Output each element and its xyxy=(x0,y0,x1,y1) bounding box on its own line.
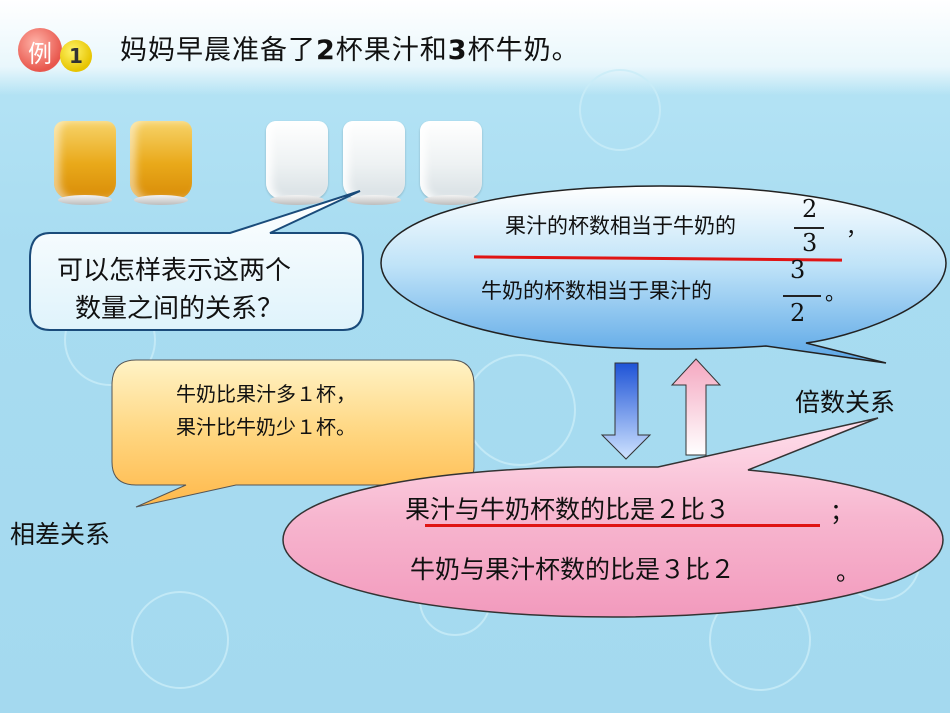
compare-line-2: 牛奶与果汁杯数的比是３比２ xyxy=(410,555,736,584)
milk-cup-1 xyxy=(266,121,328,205)
example-badge: 例 xyxy=(18,28,62,72)
difference-relation-label: 相差关系 xyxy=(10,520,111,549)
ratio-relation-bubble xyxy=(282,417,944,618)
milk-cup-3 xyxy=(420,121,482,205)
ratio-line-2: 牛奶的杯数相当于果汁的 xyxy=(481,279,712,303)
compare-line-1: 果汁与牛奶杯数的比是２比３ xyxy=(405,495,731,524)
title-num-milk: 3 xyxy=(447,35,468,66)
ratio-line-2-end: 。 xyxy=(825,281,846,305)
juice-cup-2 xyxy=(130,121,192,205)
compare-line-1-end: ； xyxy=(830,498,854,526)
difference-relation-bubble xyxy=(111,359,475,508)
top-wave-decoration xyxy=(0,0,950,95)
fraction-2-denominator: 2 xyxy=(790,299,806,327)
fraction-1-denominator: 3 xyxy=(802,229,818,257)
title-suffix: 杯牛奶。 xyxy=(467,35,580,66)
underline-ratio xyxy=(425,524,820,527)
title-mid: 杯果汁和 xyxy=(335,35,448,66)
juice-cup-1 xyxy=(54,121,116,205)
badge-char: 例 xyxy=(28,40,52,68)
title-num-juice: 2 xyxy=(316,35,336,66)
question-line-2: 数量之间的关系？ xyxy=(75,294,284,324)
problem-title: 妈妈早晨准备了2杯果汁和3杯牛奶。 xyxy=(120,28,580,67)
multiple-relation-bubble xyxy=(380,185,947,364)
ratio-line-1: 果汁的杯数相当于牛奶的 xyxy=(505,214,736,238)
fraction-1-bar xyxy=(794,227,824,229)
fraction-2-numerator: 3 xyxy=(790,256,806,284)
title-prefix: 妈妈早晨准备了 xyxy=(120,35,316,66)
difference-line-1: 牛奶比果汁多１杯， xyxy=(176,382,356,406)
compare-line-2-end: 。 xyxy=(836,558,860,586)
question-bubble xyxy=(29,190,364,331)
fraction-2-bar xyxy=(783,295,821,297)
question-line-1: 可以怎样表示这两个 xyxy=(57,256,292,286)
ratio-line-1-end: ， xyxy=(846,216,867,240)
example-number-badge: 1 xyxy=(60,40,92,72)
fraction-1-numerator: 2 xyxy=(802,195,818,223)
conversion-arrows xyxy=(600,358,722,460)
multiple-relation-label: 倍数关系 xyxy=(795,388,896,417)
milk-cup-2 xyxy=(343,121,405,205)
difference-line-2: 果汁比牛奶少１杯。 xyxy=(176,415,356,439)
